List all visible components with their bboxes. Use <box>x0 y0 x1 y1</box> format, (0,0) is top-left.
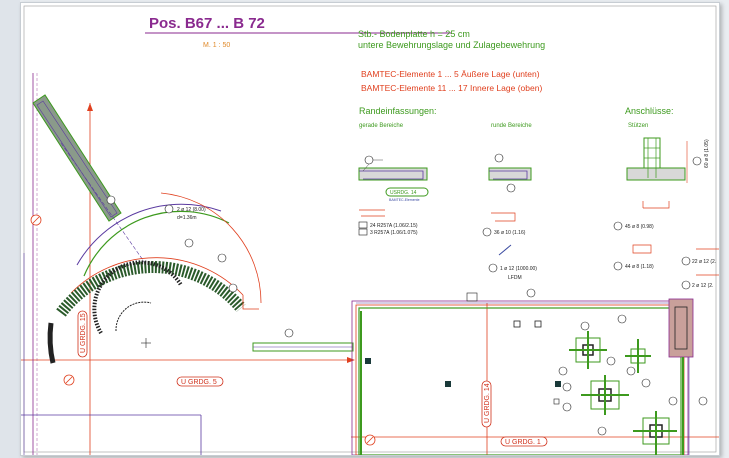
drawing-scale: M. 1 : 50 <box>203 42 230 49</box>
bamtec-line-1: BAMTEC-Elemente 1 ... 5 Äußere Lage (unt… <box>361 69 540 79</box>
grdg-labels: U GRDG. 5 U GRDG. 15 U GRDG. 14 U GRDG. … <box>77 310 548 447</box>
heading-gerade: gerade Bereiche <box>359 123 404 129</box>
circular-wall: 2 ø 12 (8.00) d=1.36m <box>47 192 294 364</box>
drawing-title: Pos. B67 ... B 72 <box>149 15 265 32</box>
viewer-background <box>0 0 20 458</box>
grdg-1-label: U GRDG. 1 <box>505 439 541 446</box>
bamtec-line-2: BAMTEC-Elemente 11 ... 17 Innere Lage (o… <box>361 83 542 93</box>
rebar-e-label: 45 ø 8 (0.98) <box>625 224 654 230</box>
grdg-14-label: U GRDG. 14 <box>484 383 491 423</box>
arc-rebar-sub: d=1.36m <box>177 215 197 221</box>
heading-stuetzen: Stützen <box>628 123 648 129</box>
rebar-g-label: 22 ø 12 (2. <box>692 259 716 265</box>
rebar-d-label: 1 ø 12 (1000.00) <box>500 266 537 272</box>
bamtec-element-label: BAMTEC-Elemente <box>389 198 420 202</box>
reinforcement-plan: Pos. B67 ... B 72 M. 1 : 50 Stb.- Bodenp… <box>21 5 719 455</box>
connecting-wall <box>252 342 354 352</box>
rebar-h-label: 2 ø 12 (2. <box>692 283 713 289</box>
heading-randeinfassungen: Randeinfassungen: <box>359 106 437 116</box>
axis-markers <box>30 214 376 446</box>
detail-runde: 36 ø 10 (1.16) 1 ø 12 (1000.00) LFDM <box>482 153 537 281</box>
detail-gerade: USRDG. 14 BAMTEC-Elemente 24 R257A (1.06… <box>358 155 429 236</box>
vertical-rebar-label: 60 ø 8 (1.05) <box>704 139 710 168</box>
heading-anschluesse: Anschlüsse: <box>625 106 674 116</box>
heading-runde: runde Bereiche <box>491 123 532 129</box>
drawing-sheet: Pos. B67 ... B 72 M. 1 : 50 Stb.- Bodenp… <box>20 2 720 456</box>
rebar-a-label: 24 R257A (1.06/2.15) <box>370 223 418 229</box>
header-line-2: untere Bewehrungslage und Zulagebewehrun… <box>358 40 545 50</box>
grdg-5-label: U GRDG. 5 <box>181 379 217 386</box>
grdg-15-label: U GRDG. 15 <box>80 313 87 353</box>
drawing-frame <box>23 5 717 453</box>
rebar-b-label: 3 R257A (1.06/1.075) <box>370 230 418 236</box>
rebar-d2-label: LFDM <box>508 275 522 281</box>
header-line-1: Stb.- Bodenplatte h = 25 cm <box>358 29 470 39</box>
diagonal-wall <box>32 94 146 264</box>
main-slab <box>351 288 694 455</box>
usrdg-label: USRDG. 14 <box>390 190 417 196</box>
column-reinforcement <box>558 314 708 455</box>
rebar-c-label: 36 ø 10 (1.16) <box>494 230 526 236</box>
arc-rebar-label: 2 ø 12 (8.00) <box>177 207 206 213</box>
detail-stuetzen: 60 ø 8 (1.05) 45 ø 8 (0.98) 44 ø 8 (1.18… <box>613 137 719 290</box>
rebar-f-label: 44 ø 8 (1.18) <box>625 264 654 270</box>
